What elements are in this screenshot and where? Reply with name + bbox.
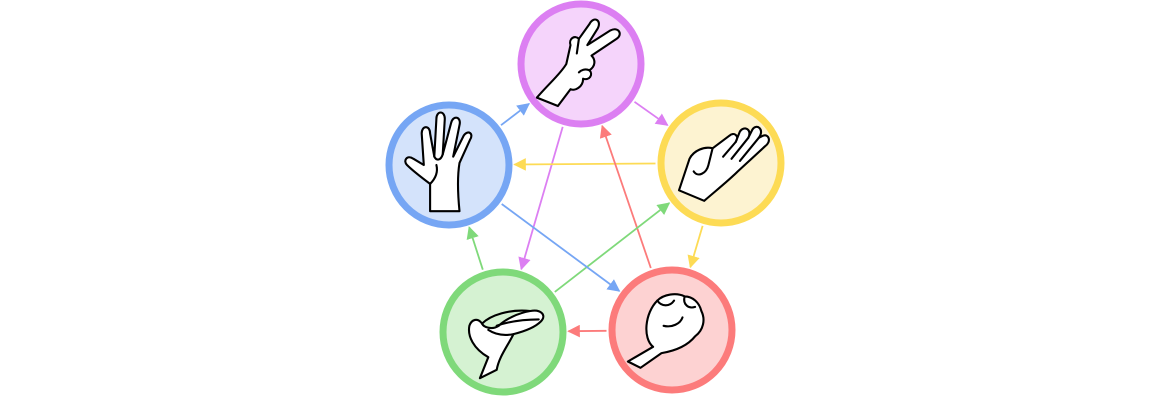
- node-rock: [608, 266, 736, 394]
- node-lizard: [439, 268, 567, 396]
- edge-lizard-to-spock: [466, 226, 484, 270]
- edge-paper-to-rock: [687, 225, 704, 269]
- edge-rock-to-scissors: [599, 124, 652, 269]
- node-paper: [657, 99, 785, 227]
- scissors-hand-icon: [535, 18, 621, 108]
- node-scissors: [517, 0, 645, 128]
- node-spock: [385, 101, 513, 229]
- edge-paper-to-spock: [513, 158, 656, 171]
- paper-hand-icon: [677, 125, 770, 202]
- lizard-hand-icon: [467, 309, 545, 380]
- edge-lizard-to-paper: [554, 202, 671, 293]
- edge-spock-to-scissors: [500, 103, 531, 126]
- spock-hand-icon: [404, 111, 473, 213]
- edges-layer: [466, 101, 704, 338]
- rock-fist-icon: [626, 293, 705, 369]
- nodes-layer: [385, 0, 785, 396]
- edge-spock-to-rock: [501, 203, 621, 292]
- edge-scissors-to-lizard: [518, 126, 564, 271]
- edge-scissors-to-paper: [633, 101, 669, 126]
